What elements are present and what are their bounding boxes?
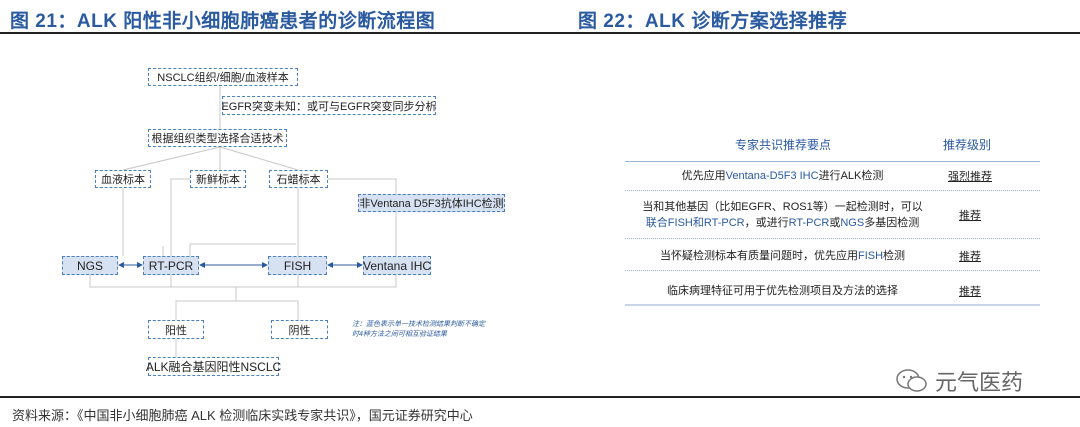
table-row-point: 当怀疑检测标本有质量问题时，优先应用FISH检测 xyxy=(625,248,940,264)
table-row-point: 临床病理特征可用于优先检测项目及方法的选择 xyxy=(625,283,940,299)
table-rule xyxy=(625,238,1040,239)
text-run: 当怀疑检测标本有质量问题时，优先应用 xyxy=(659,250,858,262)
wechat-icon xyxy=(896,369,927,392)
fish-box: FISH xyxy=(268,256,327,275)
text-run: ALK xyxy=(840,170,862,182)
watermark: 元气医药 xyxy=(895,365,1023,397)
note-line: 时4种方法之间可相互验证结果 xyxy=(352,331,447,338)
figure-21-title: 图 21：ALK 阳性非小细胞肺癌患者的诊断流程图 xyxy=(10,11,436,32)
table-header-points: 专家共识推荐要点 xyxy=(735,138,832,152)
table-header-level: 推荐级别 xyxy=(943,138,992,152)
source-note: 资料来源：《中国非小细胞肺癌 ALK 检测临床实践专家共识》，国元证券研究中心 xyxy=(12,408,473,423)
text-run: 或 xyxy=(829,217,841,229)
footer-divider xyxy=(0,396,1080,398)
text-run: 检测 xyxy=(883,250,906,262)
note-line: 注：蓝色表示单一技术检测结果判断不确定 xyxy=(352,321,485,328)
table-row-point: 当和其他基因（比如EGFR、ROS1等）一起检测时，可以联合FISH和RT-PC… xyxy=(615,199,950,231)
text-run: 联合FISH和RT-PCR xyxy=(645,217,745,229)
paraffin-sample-box: 石蜡标本 xyxy=(269,170,328,188)
rt-pcr-box: RT-PCR xyxy=(143,256,199,275)
row-line: 联合FISH和RT-PCR，或进行RT-PCR或NGS多基因检测 xyxy=(615,215,950,231)
ventana-ihc-box: Ventana IHC xyxy=(363,256,431,275)
choose-technique-box: 根据组织类型选择合适技术 xyxy=(148,129,287,147)
negative-box: 阴性 xyxy=(271,320,328,339)
recommendation-level: 强烈推荐 xyxy=(948,171,992,183)
fresh-sample-box: 新鲜标本 xyxy=(190,170,246,188)
alk-positive-result-box: ALK融合基因阳性NSCLC xyxy=(146,357,281,376)
text-run: 优先应用 xyxy=(681,170,726,182)
recommendation-level: 推荐 xyxy=(959,286,981,298)
text-run: ，或进行 xyxy=(744,217,789,229)
non-ventana-ihc-box: 非Ventana D5F3抗体IHC检测 xyxy=(358,194,505,212)
figure-22-title: 图 22：ALK 诊断方案选择推荐 xyxy=(578,11,848,32)
flowchart-connectors xyxy=(89,86,397,357)
table-rule xyxy=(625,190,1040,191)
table-rule xyxy=(625,270,1040,271)
table-row-point: 优先应用Ventana-D5F3 IHC进行ALK检测 xyxy=(625,168,940,184)
table-rule xyxy=(625,161,1040,162)
blood-sample-box: 血液标本 xyxy=(95,170,151,188)
text-run: 多基因检测 xyxy=(864,217,920,229)
table-rule xyxy=(625,304,1040,306)
text-run: FISH xyxy=(857,250,884,262)
sample-box: NSCLC组织/细胞/血液样本 xyxy=(148,68,298,86)
row-line: 当和其他基因（比如EGFR、ROS1等）一起检测时，可以 xyxy=(642,201,923,213)
egfr-box: EGFR突变未知：或可与EGFR突变同步分析 xyxy=(221,96,437,115)
legend-note: 注：蓝色表示单一技术检测结果判断不确定时4种方法之间可相互验证结果 xyxy=(352,320,485,340)
text-run: 检测 xyxy=(861,170,884,182)
ngs-box: NGS xyxy=(62,256,118,275)
header-divider xyxy=(0,32,1080,34)
positive-box: 阳性 xyxy=(148,320,204,339)
text-run: Ventana-D5F3 IHC xyxy=(725,170,819,182)
watermark-text: 元气医药 xyxy=(935,370,1024,395)
recommendation-level: 推荐 xyxy=(959,251,981,263)
text-run: NGS xyxy=(840,217,865,229)
text-run: 临床病理特征可用于优先检测项目及方法的选择 xyxy=(667,285,898,297)
text-run: 进行 xyxy=(818,170,841,182)
text-run: RT-PCR xyxy=(788,217,830,229)
recommendation-level: 推荐 xyxy=(959,210,981,222)
